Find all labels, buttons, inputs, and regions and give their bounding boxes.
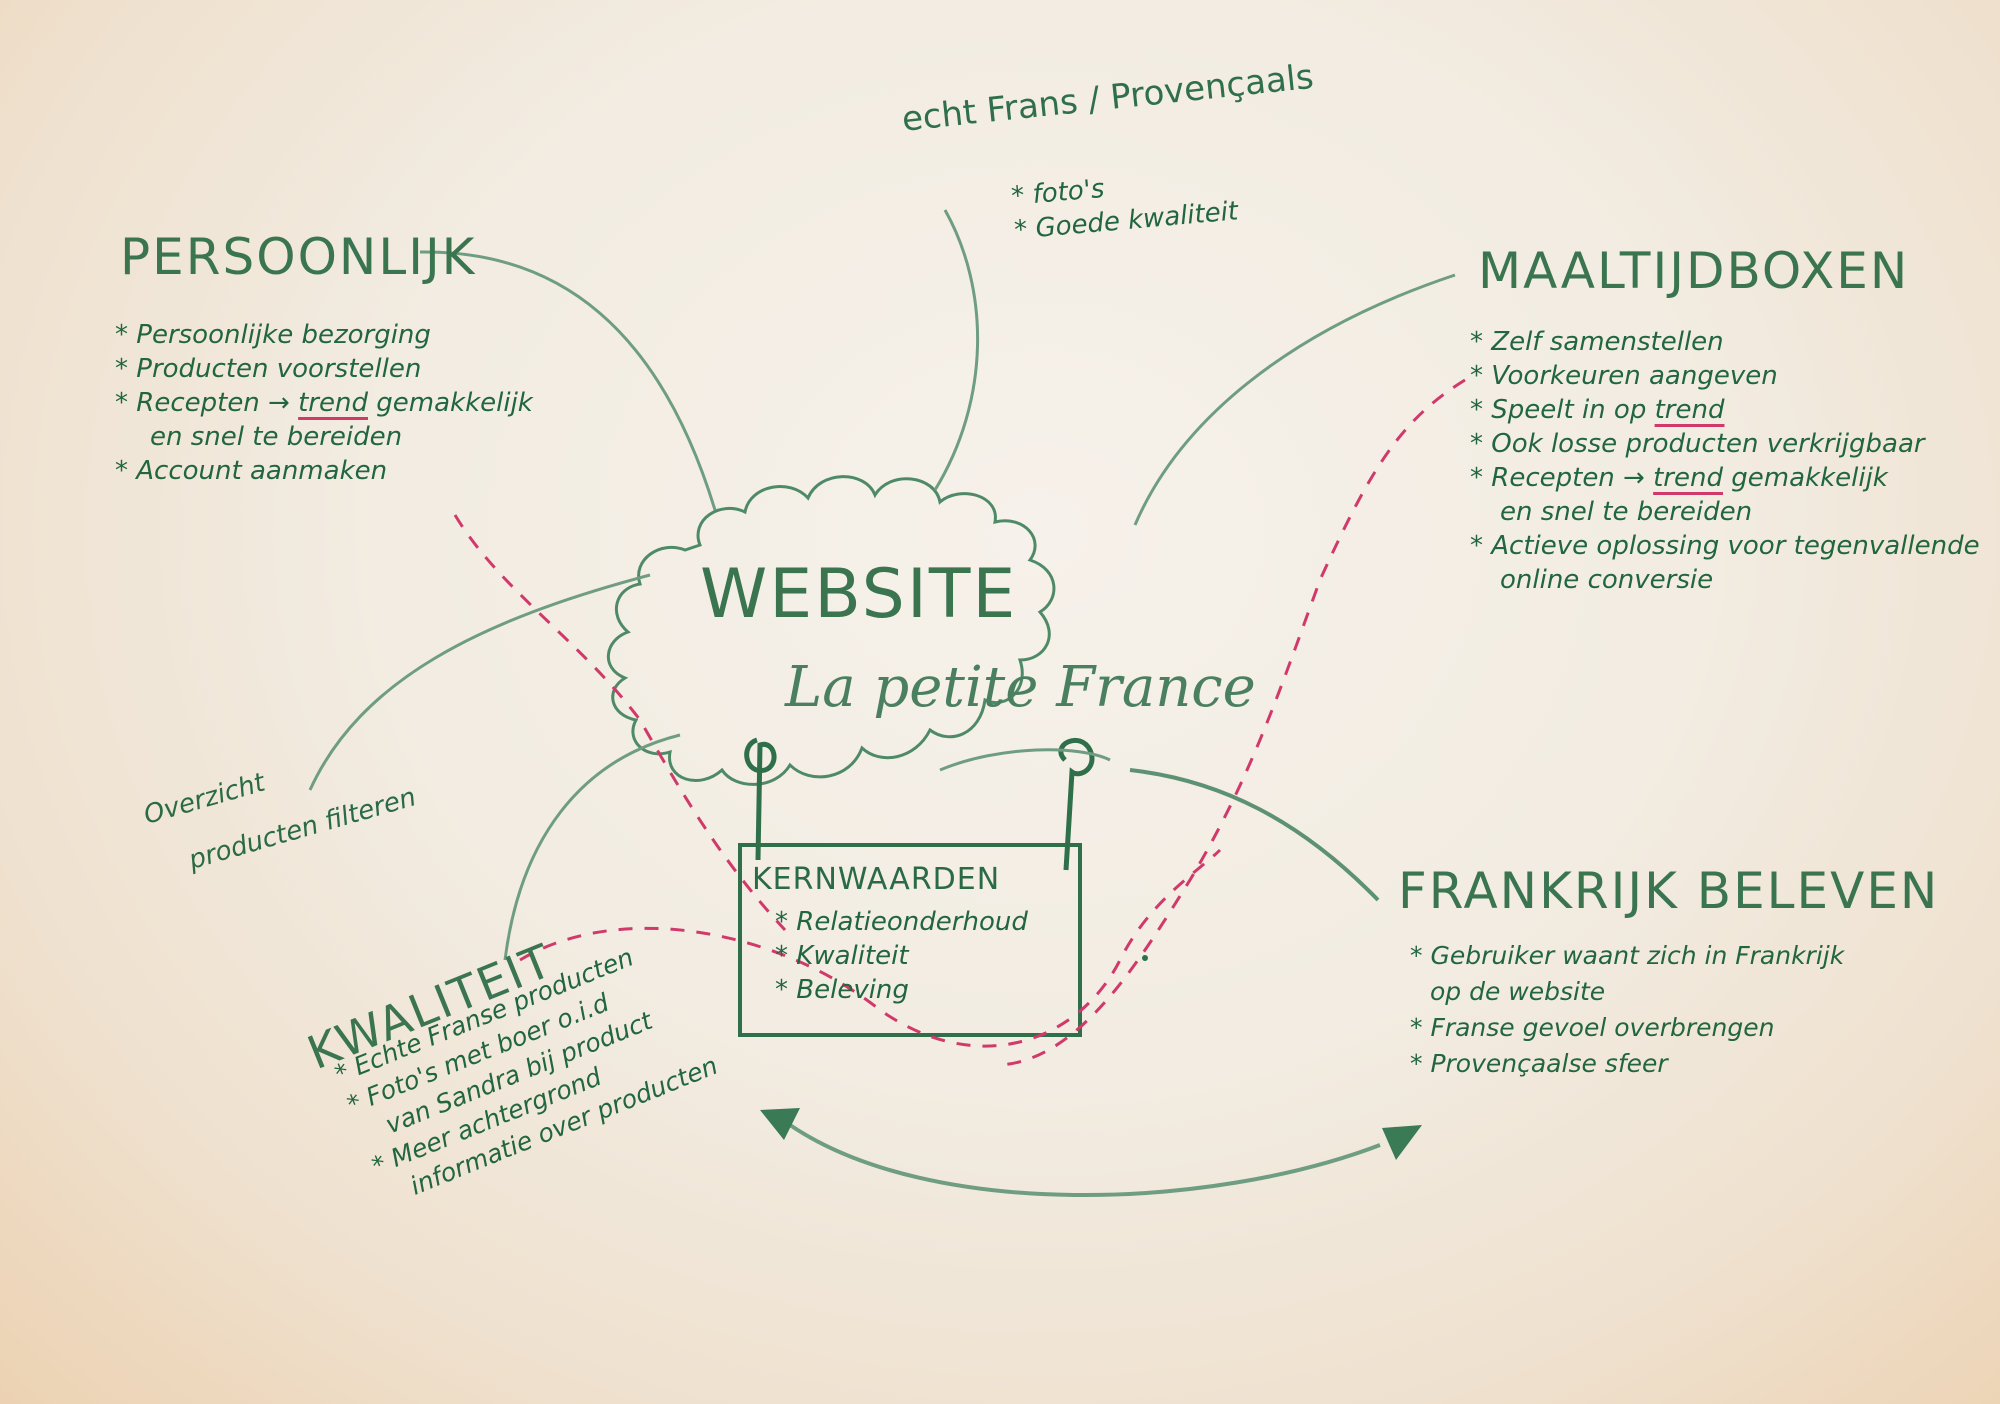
hook-left <box>744 737 777 861</box>
ink-dot <box>1142 955 1148 961</box>
persoonlijk-item-4: * Account aanmaken <box>115 456 388 486</box>
kernwaarden-list: Relatieonderhoud Kwaliteit Beleving <box>775 905 1028 1007</box>
maaltijdboxen-trend-2: trend <box>1653 463 1723 493</box>
frankrijk-item-1: * Gebruiker waant zich in Frankrijk <box>1410 941 1845 970</box>
arrowhead-left <box>760 1108 800 1140</box>
kernwaarden-sign <box>738 843 1082 1037</box>
maaltijdboxen-item-5-text: * Recepten → <box>1470 463 1645 493</box>
frankrijk-item-1b: op de website <box>1430 977 1606 1006</box>
double-arrow-line <box>788 1123 1381 1197</box>
maaltijdboxen-item-6: * Actieve oplossing voor tegenvallende <box>1470 531 1980 561</box>
maaltijdboxen-list: * Zelf samenstellen * Voorkeuren aangeve… <box>1470 325 1980 597</box>
connector-maaltijdboxen <box>1133 273 1456 526</box>
maaltijdboxen-item-4: * Ook losse producten verkrijgbaar <box>1470 429 1925 459</box>
persoonlijk-gemakkelijk: gemakkelijk <box>376 388 533 418</box>
connector-kwaliteit <box>503 733 681 961</box>
frankrijk-beleven-title: FRANKRIJK BELEVEN <box>1398 862 1940 920</box>
persoonlijk-trend: trend <box>298 388 368 418</box>
maaltijdboxen-item-6b: online conversie <box>1500 565 1714 595</box>
persoonlijk-list: * Persoonlijke bezorging * Producten voo… <box>115 318 533 488</box>
maaltijdboxen-item-5: * Recepten → trend gemakkelijk <box>1470 461 1980 495</box>
persoonlijk-item-2: * Producten voorstellen <box>115 354 422 384</box>
website-subtitle: La petite France <box>785 655 1256 720</box>
persoonlijk-item-3b: en snel te bereiden <box>150 422 403 452</box>
kernwaarden-item-3: Beleving <box>775 973 1028 1007</box>
maaltijdboxen-gemakkelijk: gemakkelijk <box>1731 463 1888 493</box>
connector-persoonlijk <box>419 250 717 511</box>
maaltijdboxen-item-2: * Voorkeuren aangeven <box>1470 361 1778 391</box>
maaltijdboxen-item-3: * Speelt in op trend <box>1470 393 1980 427</box>
maaltijdboxen-item-5b: en snel te bereiden <box>1500 497 1753 527</box>
frankrijk-item-3: * Provençaalse sfeer <box>1410 1049 1668 1078</box>
persoonlijk-item-1: * Persoonlijke bezorging <box>115 320 431 350</box>
hook-right <box>1058 737 1095 871</box>
red-dashed-right <box>999 378 1466 1067</box>
website-title: WEBSITE <box>700 555 1018 634</box>
red-dashed-left <box>453 514 787 932</box>
frankrijk-item-2: * Franse gevoel overbrengen <box>1410 1013 1775 1042</box>
red-dashed-bottom <box>519 848 1222 1048</box>
persoonlijk-title: PERSOONLIJK <box>120 228 477 286</box>
maaltijdboxen-trend-1: trend <box>1654 395 1725 425</box>
connector-frankrijk <box>1129 768 1380 902</box>
connector-echt-frans <box>933 209 979 491</box>
connector-overzicht <box>308 573 651 791</box>
kernwaarden-item-1: Relatieonderhoud <box>775 905 1028 939</box>
arrowhead-right <box>1382 1125 1422 1160</box>
connector-frankrijk-upper <box>939 748 1111 772</box>
persoonlijk-item-3-text: * Recepten → <box>115 388 290 418</box>
persoonlijk-item-3: * Recepten → trend gemakkelijk <box>115 386 533 420</box>
kernwaarden-item-2: Kwaliteit <box>775 939 1028 973</box>
maaltijdboxen-item-3-text: * Speelt in op <box>1470 395 1647 425</box>
kernwaarden-title: KERNWAARDEN <box>752 862 1001 897</box>
maaltijdboxen-item-1: * Zelf samenstellen <box>1470 327 1724 357</box>
frankrijk-beleven-list: * Gebruiker waant zich in Frankrijk op d… <box>1410 938 1844 1082</box>
maaltijdboxen-title: MAALTIJDBOXEN <box>1478 242 1910 300</box>
